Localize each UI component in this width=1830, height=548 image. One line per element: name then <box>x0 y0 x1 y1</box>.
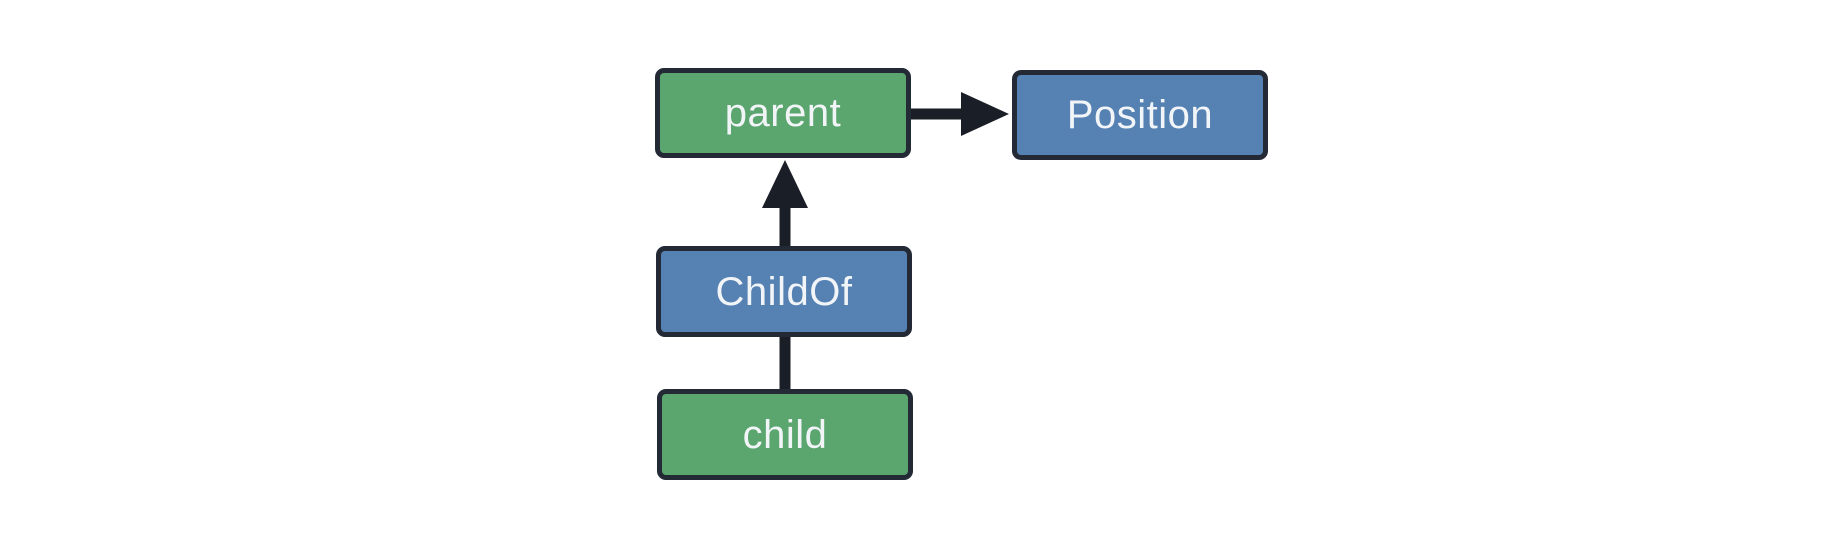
node-childof-label: ChildOf <box>715 269 853 314</box>
arrow-parent-to-position <box>908 92 1009 136</box>
arrowhead-right-icon <box>961 92 1009 136</box>
node-position-label: Position <box>1066 93 1214 137</box>
arrow-childof-to-parent <box>762 160 808 248</box>
node-parent: parent <box>655 68 911 158</box>
node-child-label: child <box>742 412 828 457</box>
node-position: Position <box>1012 70 1268 160</box>
node-child: child <box>657 389 913 480</box>
arrowhead-up-icon <box>762 160 808 208</box>
node-childof: ChildOf <box>656 246 912 337</box>
node-parent-label: parent <box>724 91 842 135</box>
